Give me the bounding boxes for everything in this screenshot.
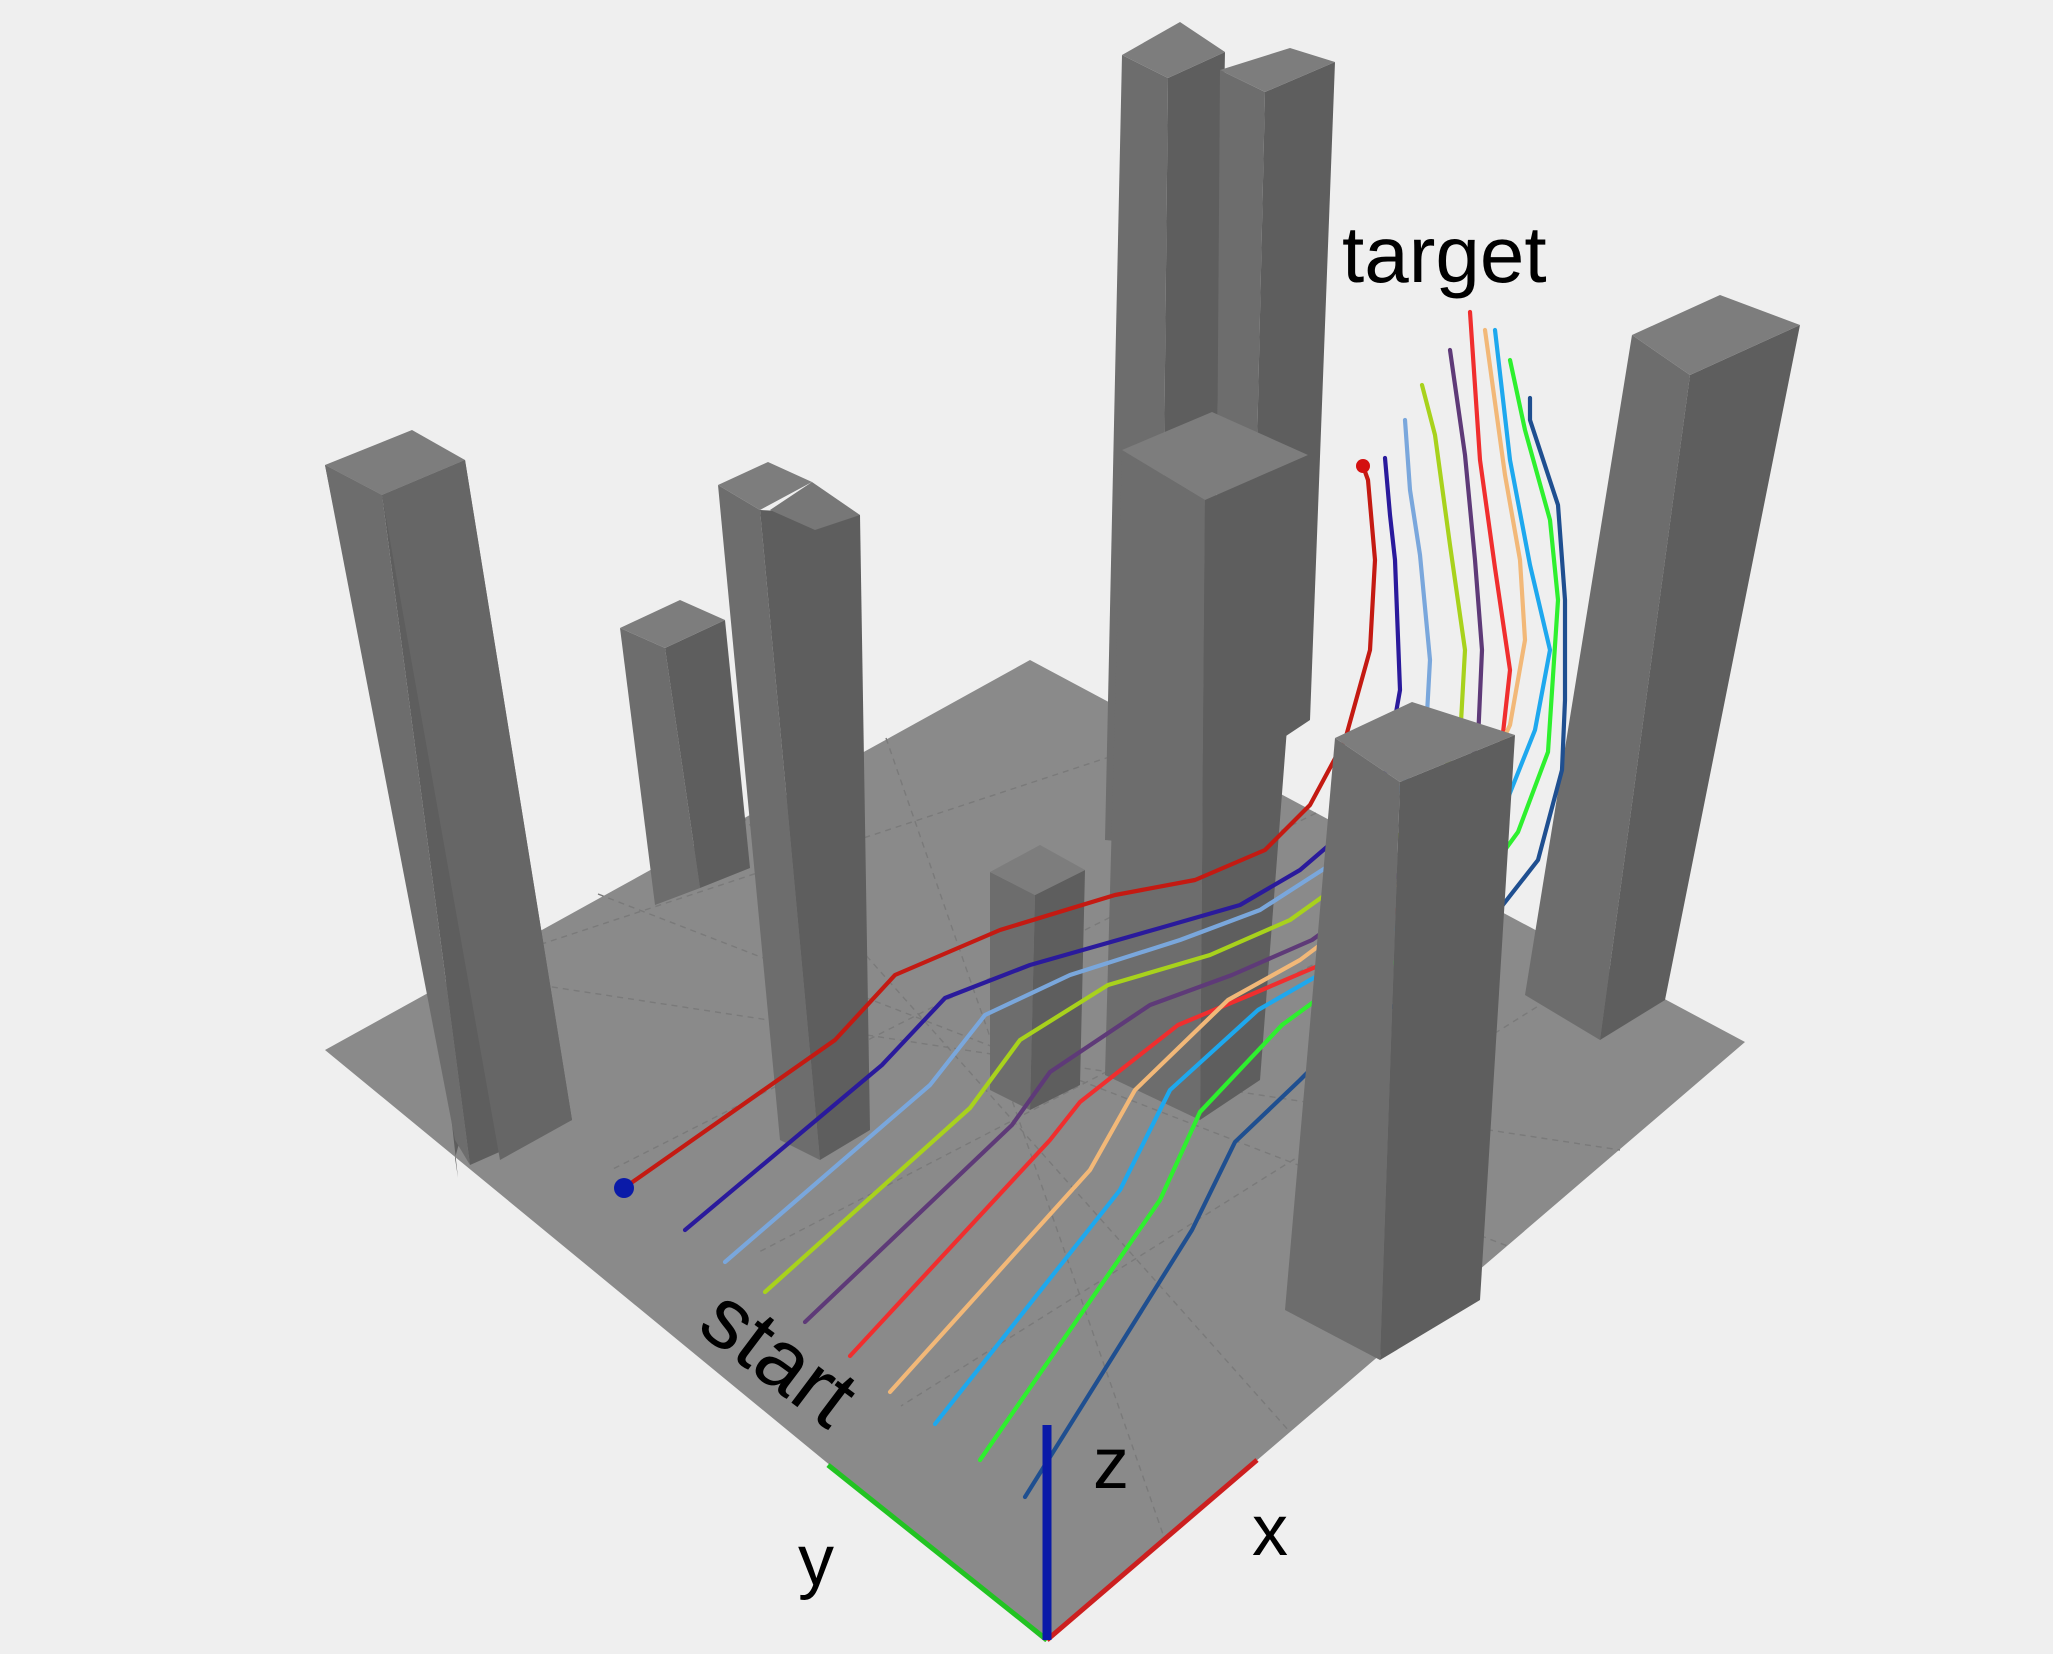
buildings-far	[325, 22, 1800, 1178]
building-foreground	[1285, 702, 1515, 1360]
building-center	[1105, 412, 1308, 1120]
building-center-left	[718, 462, 870, 1160]
axis-y-label: y	[798, 1521, 834, 1601]
trajectory-1	[621, 463, 1378, 1191]
axis-z-label: z	[1093, 1424, 1129, 1504]
start-marker	[614, 1178, 634, 1198]
axis-x-label: x	[1252, 1491, 1288, 1571]
building-small-left	[620, 600, 750, 905]
axis-y-line	[826, 1463, 1049, 1642]
trajectory-2	[682, 455, 1403, 1233]
building-small-middle	[990, 845, 1085, 1110]
target-label: target	[1342, 210, 1547, 299]
building-far-left	[325, 430, 572, 1178]
building-right	[1525, 295, 1800, 1040]
target-marker	[1356, 459, 1370, 473]
axis-x-line	[1045, 1458, 1259, 1642]
trajectory-10	[1022, 395, 1568, 1500]
coordinate-axes: z x y	[798, 1424, 1288, 1642]
